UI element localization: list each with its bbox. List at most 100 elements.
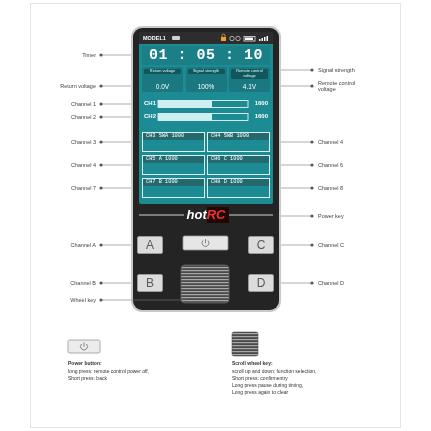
channel-cell-text: CH3 SWA 1000 — [143, 133, 204, 140]
status-box: Signal strength 100% — [186, 67, 227, 92]
status-value: 4.1V — [243, 83, 256, 90]
status-heading: Remote control voltage — [231, 69, 268, 79]
callout-label: Channel 4 — [318, 139, 370, 145]
callout-label: Channel 4 — [14, 162, 96, 168]
note-text: Short press: back — [68, 375, 218, 381]
note-heading: Power button: — [68, 360, 218, 366]
button-letter: A — [146, 239, 154, 252]
note-text: Long press again to clear — [232, 389, 392, 395]
leader-dot — [310, 243, 313, 246]
callout-label: Power key — [318, 213, 370, 219]
leader-line — [276, 216, 312, 217]
button-letter: D — [257, 277, 266, 290]
channel-button: B — [137, 274, 163, 292]
callout-label: Timer — [14, 52, 96, 58]
status-box: Remote control voltage 4.1V — [229, 67, 270, 92]
callout-label: Channel 2 — [14, 114, 96, 120]
callout-label: Channel C — [318, 242, 370, 248]
scroll-wheel — [181, 265, 229, 303]
channel-cell-text: CH5 A 1000 — [143, 156, 204, 163]
brand-logo: hotRC — [187, 207, 226, 222]
leader-dot — [99, 243, 102, 246]
signal-bar — [262, 38, 264, 41]
status-icon — [236, 36, 240, 40]
status-heading: Signal strength — [188, 69, 225, 75]
channel-bar-row: CH1 1600 — [142, 98, 270, 109]
battery-level — [245, 38, 253, 41]
note-text: long press: remote control power off, — [68, 368, 218, 374]
button-letter: B — [146, 277, 154, 290]
channel-value: 1600 — [255, 100, 268, 107]
outer-frame — [31, 4, 401, 428]
channel-bar-fill — [158, 114, 212, 121]
note-text: scroll up and down: function selection, — [232, 368, 392, 374]
leader-dot — [99, 102, 102, 105]
channel-cell: CH5 A 1000 — [142, 155, 205, 175]
callout-label: Channel 1 — [14, 101, 96, 107]
status-box: Return voltage0.0V — [142, 67, 183, 92]
button-letter: C — [257, 239, 266, 252]
callout-label: Channel 8 — [318, 185, 370, 191]
leader-dot — [99, 140, 102, 143]
channel-cell: CH7 B 1000 — [142, 178, 205, 198]
status-icon — [230, 36, 234, 40]
leader-dot — [310, 163, 313, 166]
callout-label: Remote control voltage — [318, 80, 368, 92]
power-symbol — [81, 343, 88, 350]
leader-dot — [310, 140, 313, 143]
channel-cell: CH4 SWB 1000 — [207, 132, 270, 152]
channel-cell-text: CH4 SWB 1000 — [208, 133, 269, 140]
channel-button: C — [248, 236, 274, 254]
channel-name: CH1 — [144, 100, 156, 107]
lock-shackle — [222, 34, 225, 37]
status-value: 100% — [198, 83, 215, 90]
channel-bar-fill — [158, 101, 212, 108]
leader-dot — [99, 281, 102, 284]
signal-bar — [259, 39, 261, 41]
callout-label: Channel 6 — [318, 162, 370, 168]
channel-bar-row: CH21600 — [142, 111, 270, 122]
status-value: 0.0V — [156, 83, 169, 90]
leader-dot — [99, 53, 102, 56]
callout-label: Channel 7 — [14, 185, 96, 191]
callout-label: Channel D — [318, 280, 370, 286]
leader-dot — [310, 186, 313, 189]
leader-dot — [99, 298, 102, 301]
lcd-screen: MODEL101 : 05 : 10Return voltage0.0VSign… — [139, 32, 273, 204]
note-heading: Scroll wheel key: — [232, 360, 392, 366]
remote-body: hotRC MODEL1 01 : 05 : 10 Return voltage0.0… — [133, 28, 279, 310]
logo-line — [229, 215, 273, 216]
callout-label: Signal strength — [318, 67, 370, 73]
power-symbol — [202, 239, 209, 246]
callout-label: Channel B — [14, 280, 96, 286]
channel-cell: CH6 C 1000 — [207, 155, 270, 175]
note-text: Short press: confirmentry — [232, 375, 392, 381]
battery-icon — [244, 37, 255, 42]
channel-cell-text: CH8 D 1000 — [208, 179, 269, 186]
timer-value: 01 : 05 : 10 — [149, 47, 263, 64]
scroll-wheel-icon — [232, 332, 258, 356]
leader-dot — [99, 84, 102, 87]
channel-cell: CH3 SWA 1000 — [142, 132, 205, 152]
callout-label: Wheel key — [14, 297, 96, 303]
channel-name: CH2 — [144, 113, 156, 120]
model-name: MODEL1 — [143, 35, 166, 41]
note-text: Long press pause during timing, — [232, 382, 392, 388]
power-button-icon — [68, 340, 100, 353]
channel-cell: CH8 D 1000 — [207, 178, 270, 198]
leader-dot — [310, 68, 313, 71]
logo-line — [139, 215, 184, 216]
leader-dot — [99, 115, 102, 118]
leader-line — [101, 300, 186, 301]
channel-bar — [158, 114, 248, 121]
channel-cell-text: CH6 C 1000 — [208, 156, 269, 163]
channel-cell-text: CH7 B 1000 — [143, 179, 204, 186]
channel-button: D — [248, 274, 274, 292]
leader-dot — [99, 163, 102, 166]
leader-dot — [99, 186, 102, 189]
lock-icon — [221, 37, 226, 41]
signal-bar — [264, 37, 266, 41]
signal-icon — [259, 36, 268, 41]
timer-box: 01 : 05 : 10 — [142, 46, 270, 65]
